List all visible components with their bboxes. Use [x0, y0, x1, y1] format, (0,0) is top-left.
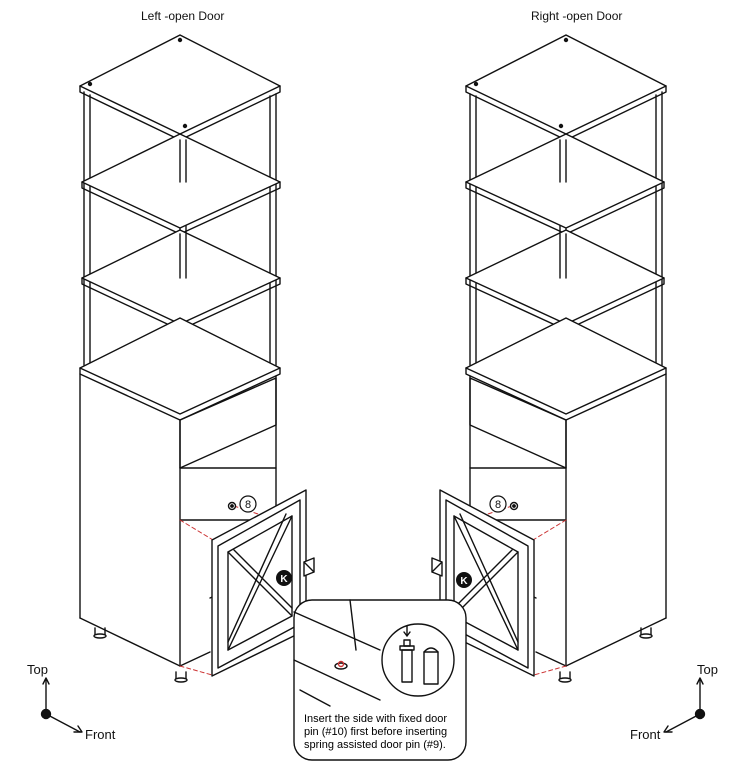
- right-cabinet: [465, 34, 667, 683]
- callout-caption: Insert the side with fixed door pin (#10…: [304, 713, 464, 752]
- left-cabinet: [79, 34, 281, 683]
- axis-front-label-right: Front: [630, 727, 661, 742]
- part-8-label-left: 8: [245, 499, 251, 511]
- axis-right: [663, 677, 706, 733]
- callout-line-2: pin (#10) first before inserting: [304, 726, 448, 738]
- left-door: [211, 489, 315, 677]
- part-k-label-right: K: [460, 576, 468, 587]
- part-8-badge-right: 8: [489, 495, 507, 513]
- axis-front-label-left: Front: [85, 727, 116, 742]
- axis-left: [40, 677, 83, 733]
- callout-line-3: spring assisted door pin (#9).: [304, 739, 446, 751]
- part-8-label-right: 8: [495, 499, 501, 511]
- part-k-badge-left: K: [276, 570, 292, 586]
- title-right-open-door: Right -open Door: [531, 9, 623, 23]
- part-8-badge-left: 8: [239, 495, 257, 513]
- callout-line-1: Insert the side with fixed door: [304, 713, 448, 725]
- title-left-open-door: Left -open Door: [141, 9, 225, 23]
- part-k-label-left: K: [280, 574, 288, 585]
- callout-box: [293, 599, 467, 761]
- axis-top-label-left: Top: [27, 662, 48, 677]
- axis-top-label-right: Top: [697, 662, 718, 677]
- part-k-badge-right: K: [456, 572, 472, 588]
